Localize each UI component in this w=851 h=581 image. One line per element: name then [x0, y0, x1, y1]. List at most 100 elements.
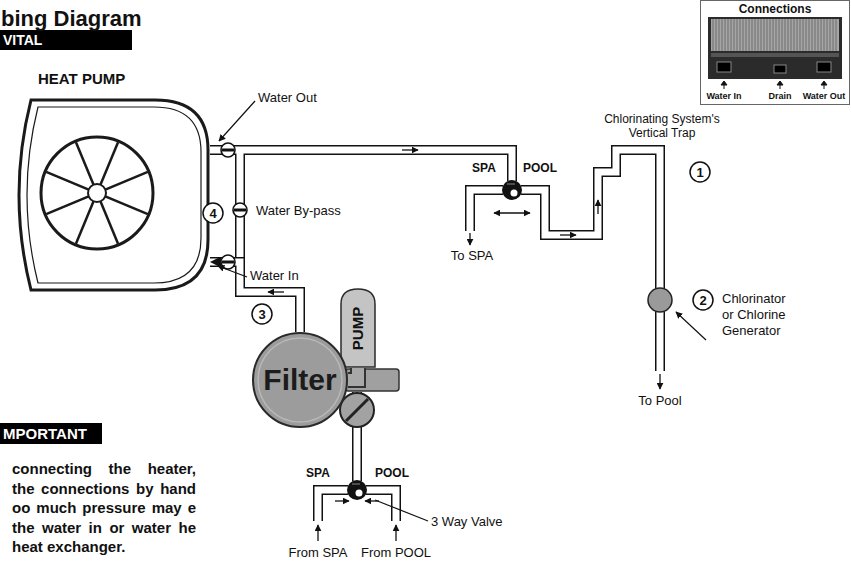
leader-line [218, 266, 247, 277]
valve-position: SPA [472, 161, 496, 175]
inset-heading: Connections [739, 2, 812, 16]
grill-slat [824, 19, 825, 51]
connections-inset: ConnectionsWater In Drain Water Out [700, 0, 850, 105]
grill-slat [746, 19, 747, 51]
grill-slat [836, 19, 837, 51]
grill-slat [728, 19, 729, 51]
grill-slat [818, 19, 819, 51]
part-label: 3 Way Valve [431, 514, 503, 529]
grill-slat [788, 19, 789, 51]
fan-blade [46, 172, 88, 190]
flow-arrow [597, 200, 598, 214]
grill-slat [821, 19, 822, 51]
outlet-label: To SPA [451, 248, 493, 263]
grill-slat [761, 19, 762, 51]
flow-arrow [317, 525, 318, 541]
valve-dial [511, 190, 518, 197]
valve-body [221, 143, 235, 157]
callout-circle: 1 [689, 161, 711, 183]
callout-number: 1 [696, 165, 703, 180]
fan-hub [88, 184, 106, 202]
flow-arrow [469, 233, 470, 245]
valve-body [221, 255, 235, 269]
callout-outline [203, 203, 223, 223]
part-label: HEAT PUMP [38, 70, 125, 87]
chlorinator [648, 288, 672, 312]
grill-slat [830, 19, 831, 51]
grill-slat [764, 19, 765, 51]
valve-handle [507, 183, 515, 184]
pipe-bore [470, 190, 503, 231]
port-label: Drain [768, 91, 791, 101]
callout-number: 3 [258, 307, 265, 322]
grill-slat [800, 19, 801, 51]
grill-slat [767, 19, 768, 51]
leader-line [375, 500, 428, 521]
grill-slat [803, 19, 804, 51]
part-label: Chlorinator or Chlorine Generator [722, 291, 796, 339]
flow-arrow [395, 525, 396, 541]
flow-arrow [402, 149, 418, 150]
grill-slat [809, 19, 810, 51]
pipe [366, 490, 396, 521]
valve-bar [222, 261, 234, 264]
fan-blade [100, 201, 118, 243]
unit-grill [711, 19, 839, 51]
port-fitting [817, 62, 831, 72]
grill-slat [782, 19, 783, 51]
port-label: Water In [706, 91, 741, 101]
pipe-bore [210, 150, 512, 181]
grill-slat [827, 19, 828, 51]
part-label: Filter [263, 363, 336, 397]
inset-frame [701, 1, 850, 105]
port-arrow [777, 81, 783, 89]
part-label: Chlorinating System's Vertical Trap [587, 112, 737, 140]
pipe-bore [210, 262, 300, 332]
pipe-bores [210, 150, 660, 521]
callout-circle: 3 [251, 303, 273, 325]
grill-slat [719, 19, 720, 51]
pump-housing [345, 369, 399, 391]
port-fitting [717, 62, 731, 72]
unit-photo [708, 17, 842, 79]
grill-slat [812, 19, 813, 51]
callout-number: 4 [209, 206, 216, 221]
band-text: MPORTANT [3, 425, 87, 442]
pipe-bore [348, 368, 358, 380]
heatpump-shape [5, 98, 210, 292]
heat-pump-panel [27, 107, 201, 283]
grill-slat [797, 19, 798, 51]
filter-tank: Filter [252, 332, 348, 428]
valve-body [502, 180, 522, 200]
valve-dial [356, 490, 363, 497]
port-label: Water Out [803, 91, 846, 101]
heat-pump: HEAT PUMP [5, 98, 210, 292]
valve-handle [352, 483, 360, 484]
pipe-connector [348, 368, 358, 380]
callout-number: 2 [699, 293, 706, 308]
gate-valve [221, 143, 235, 157]
pipe-bore [318, 490, 348, 521]
grill-slat [815, 19, 816, 51]
valve-position: POOL [375, 466, 409, 480]
callout-outline [693, 290, 713, 310]
grill-slat [770, 19, 771, 51]
pipe-label: Water Out [258, 90, 317, 105]
leader-lines [218, 101, 706, 521]
warning-note: connecting the heater, the connections b… [12, 459, 196, 557]
pipe-wall [348, 368, 358, 380]
grill-slat [791, 19, 792, 51]
part-label: PUMP [350, 306, 367, 349]
flow-arrow [560, 234, 576, 235]
pipe-label: Water By-pass [256, 203, 341, 218]
callout-circle: 2 [692, 289, 714, 311]
grill-slat [806, 19, 807, 51]
three-way-valve [347, 480, 367, 500]
three-way-valve [502, 180, 522, 200]
pipe-bore [521, 150, 660, 371]
leader-line [219, 101, 255, 141]
grill-slat [725, 19, 726, 51]
grill-slat [776, 19, 777, 51]
fan-blade [105, 196, 147, 214]
port-fitting [774, 65, 786, 73]
